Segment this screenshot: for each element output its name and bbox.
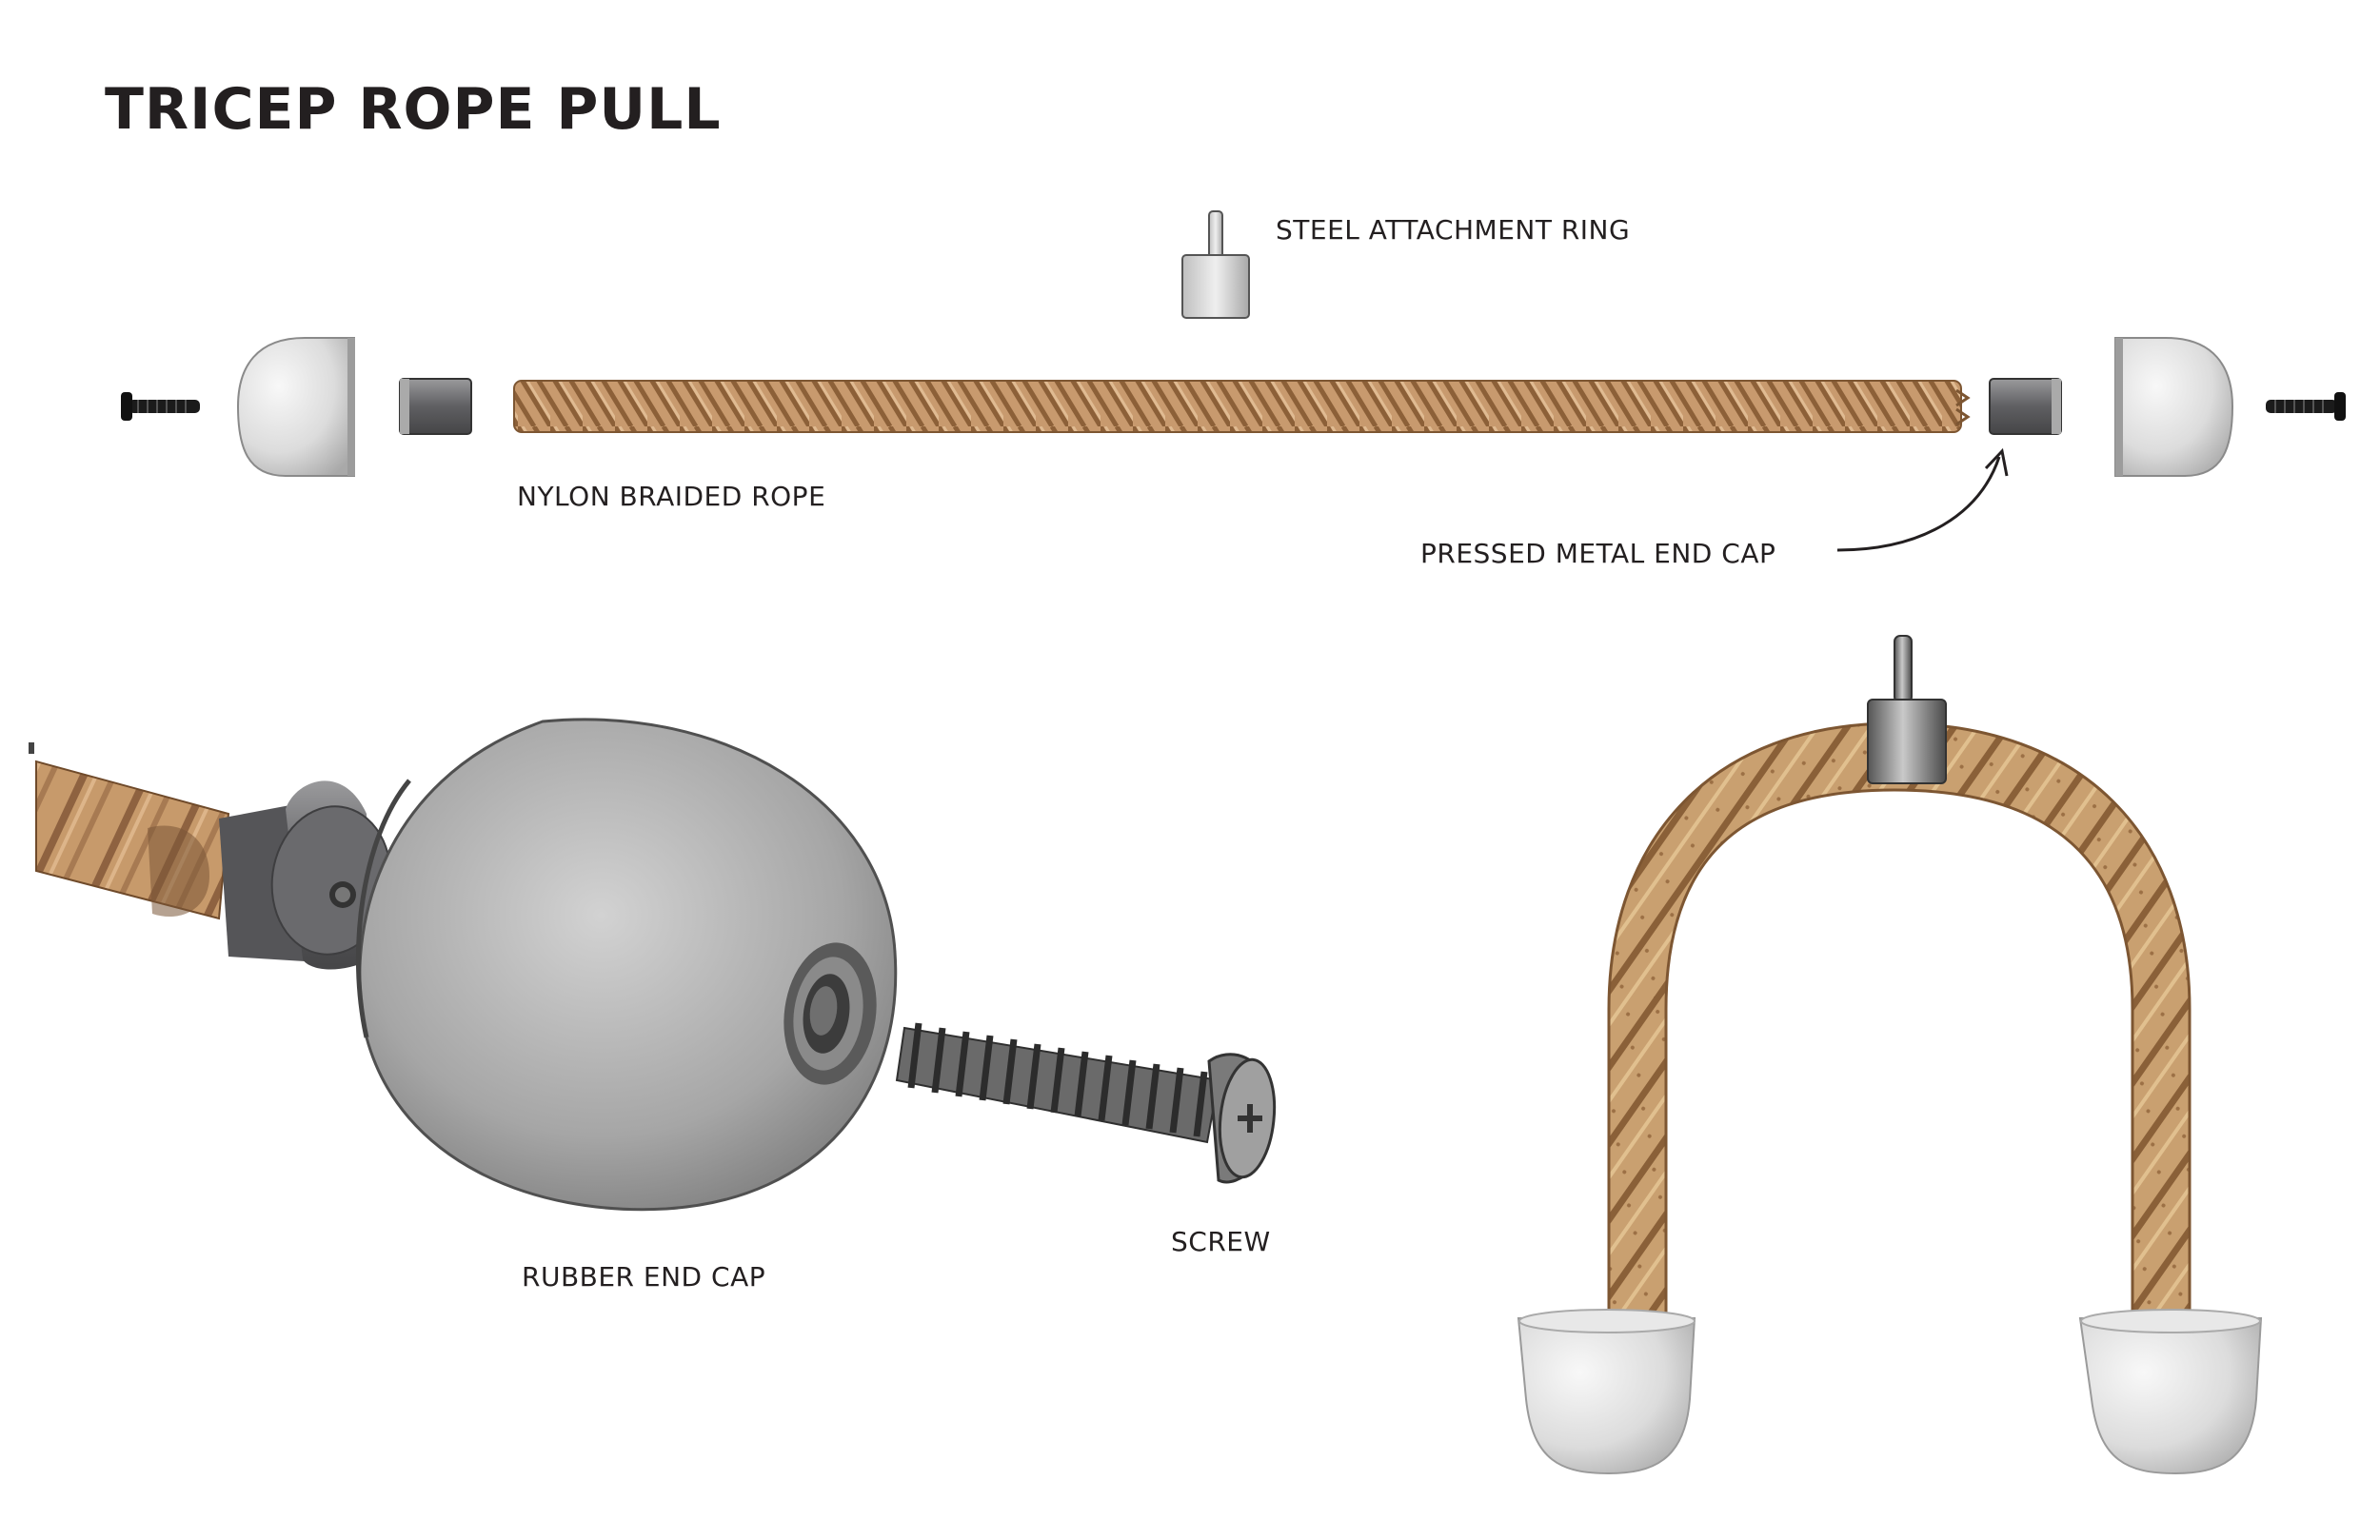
nylon-rope-straight: [513, 380, 1971, 433]
screw-closeup: [895, 1022, 1277, 1184]
diagram-title: TRICEP ROPE PULL: [105, 76, 722, 143]
label-screw: SCREW: [1171, 1226, 1271, 1257]
assembled-rope-u: [1607, 721, 2192, 1325]
metal-end-cap-arrow: [1836, 447, 2009, 552]
assembled-right-rubber-cap: [2078, 1309, 2263, 1475]
steel-attachment-ring-small: [1181, 210, 1250, 319]
assembled-left-rubber-cap: [1517, 1309, 1696, 1475]
metal-end-cap-closeup: [219, 780, 392, 970]
left-metal-end-cap-small: [399, 378, 472, 435]
label-pressed-metal-end-cap: PRESSED METAL END CAP: [1420, 538, 1776, 569]
label-steel-attachment-ring: STEEL ATTACHMENT RING: [1276, 214, 1631, 246]
right-rubber-end-cap-small: [2114, 337, 2234, 477]
label-nylon-braided-rope: NYLON BRAIDED ROPE: [517, 481, 826, 512]
label-rubber-end-cap: RUBBER END CAP: [522, 1261, 766, 1293]
left-screw-small: [121, 392, 200, 421]
left-rubber-end-cap-small: [236, 337, 355, 477]
right-metal-end-cap-small: [1989, 378, 2062, 435]
assembled-steel-ring: [1867, 635, 1947, 784]
rope-closeup: [29, 742, 230, 920]
rubber-end-cap-closeup: [355, 718, 898, 1212]
right-screw-small: [2266, 392, 2346, 421]
